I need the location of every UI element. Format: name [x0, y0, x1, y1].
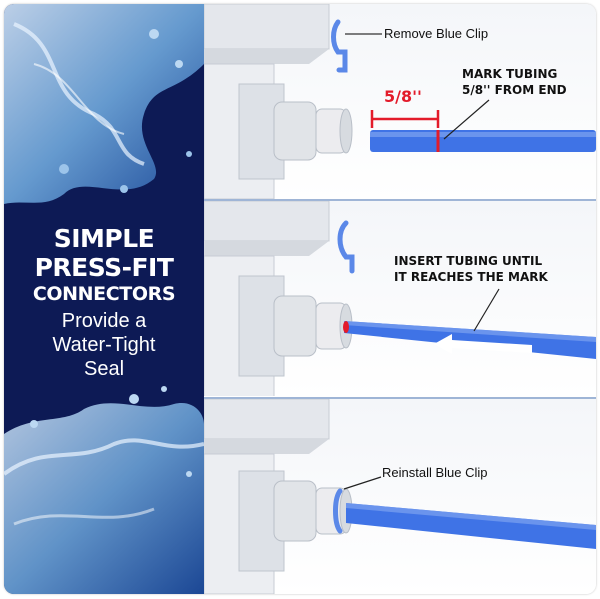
insert-tubing-note-line-2: IT REACHES THE MARK [394, 270, 548, 284]
step-1-panel: Remove Blue Clip 5/8'' MARK TUBING 5/8''… [204, 4, 596, 199]
headline-line-1: SIMPLE [53, 224, 155, 253]
left-arrow-icon [434, 334, 532, 354]
subheadline-line-3: Seal [83, 358, 125, 380]
infographic: SIMPLE PRESS-FIT CONNECTORS Provide a Wa… [4, 4, 596, 594]
headline: SIMPLE PRESS-FIT CONNECTORS Provide a Wa… [4, 224, 204, 381]
insert-tubing-note: INSERT TUBING UNTIL IT REACHES THE MARK [394, 253, 548, 285]
mark-tubing-note-line-2: 5/8'' FROM END [462, 83, 567, 97]
measurement-label: 5/8'' [384, 87, 422, 106]
step-1-illustration [204, 4, 596, 199]
subheadline-line-2: Water-Tight [52, 334, 156, 356]
mark-tubing-note-line-1: MARK TUBING [462, 67, 558, 81]
step-2-illustration [204, 201, 596, 396]
left-panel: SIMPLE PRESS-FIT CONNECTORS Provide a Wa… [4, 4, 204, 594]
insert-tubing-note-line-1: INSERT TUBING UNTIL [394, 254, 543, 268]
subheadline-line-1: Provide a [61, 310, 147, 332]
headline-line-2: PRESS-FIT [34, 253, 174, 282]
step-3-panel: Reinstall Blue Clip [204, 399, 596, 594]
blue-clip-icon [333, 488, 343, 534]
step-3-illustration [204, 399, 596, 594]
blue-clip-icon [337, 220, 355, 274]
headline-line-3: CONNECTORS [32, 283, 176, 305]
mark-tubing-note: MARK TUBING 5/8'' FROM END [462, 66, 567, 98]
blue-clip-icon [331, 19, 348, 73]
remove-clip-callout: Remove Blue Clip [384, 26, 489, 41]
step-divider [204, 397, 596, 399]
reinstall-clip-callout: Reinstall Blue Clip [382, 465, 488, 480]
step-2-panel: INSERT TUBING UNTIL IT REACHES THE MARK [204, 201, 596, 396]
step-divider [204, 199, 596, 201]
water-splash-illustration [4, 4, 204, 594]
